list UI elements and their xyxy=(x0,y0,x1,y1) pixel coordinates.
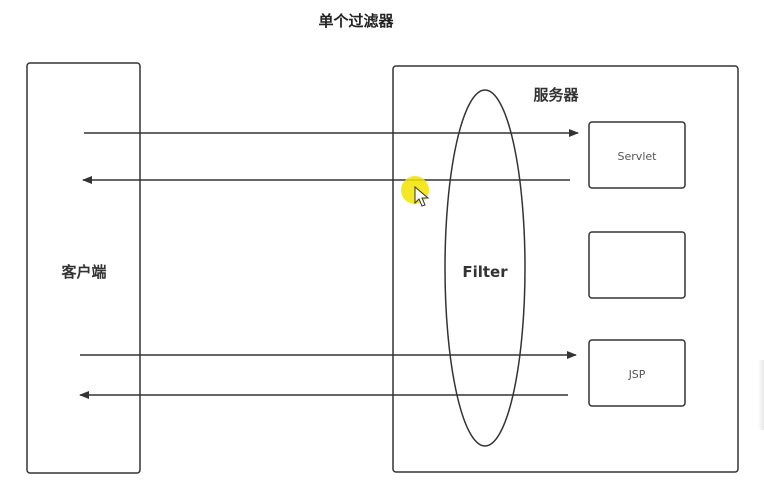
filter-ellipse xyxy=(444,89,526,447)
mouse-pointer-icon xyxy=(414,185,430,207)
jsp-label: JSP xyxy=(628,368,646,381)
servlet-box xyxy=(588,121,686,189)
empty-resource-box xyxy=(588,231,686,299)
server-box xyxy=(392,65,739,473)
client-box xyxy=(26,62,141,474)
servlet-label: Servlet xyxy=(618,150,658,163)
client-label: 客户端 xyxy=(60,263,106,281)
jsp-box xyxy=(588,339,686,407)
diagram-title: 单个过滤器 xyxy=(318,12,394,30)
filter-label: Filter xyxy=(462,263,508,281)
window-edge-shadow xyxy=(758,360,764,430)
server-label: 服务器 xyxy=(533,86,579,104)
